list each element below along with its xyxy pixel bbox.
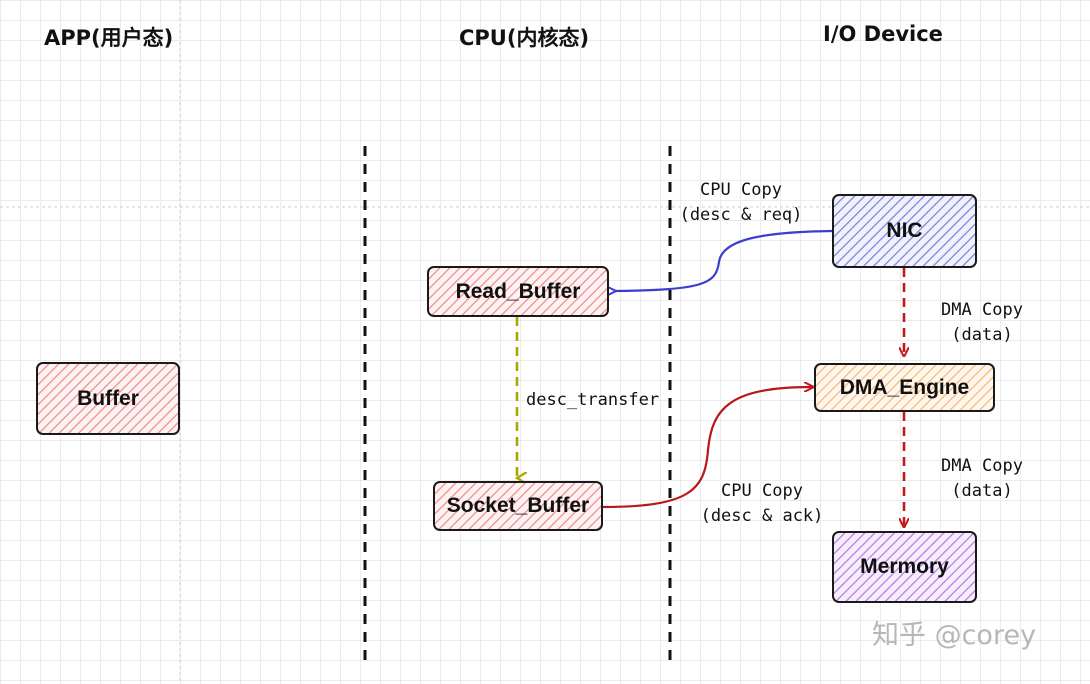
- cpu-copy-ack-label: CPU Copy (desc & ack): [697, 479, 827, 529]
- dma-engine-node: DMA_Engine: [814, 363, 995, 412]
- dma-copy-upper-label-line2: (data): [951, 325, 1013, 345]
- memory-node-label: Mermory: [860, 555, 949, 578]
- desc-transfer-label: desc_transfer: [526, 388, 670, 413]
- buffer-node: Buffer: [36, 362, 180, 435]
- cpu-copy-req-arrow: [614, 229, 833, 291]
- nic-node: NIC: [832, 194, 977, 268]
- zhihu-watermark: 知乎 @corey: [872, 620, 1037, 651]
- cpu-copy-ack-label-line2: (desc & ack): [700, 506, 824, 526]
- io-column-title: I/O Device: [823, 22, 943, 46]
- dma-copy-lower-label-line1: DMA Copy: [941, 456, 1023, 476]
- cpu-copy-req-label-line1: CPU Copy: [700, 180, 782, 200]
- buffer-node-label: Buffer: [77, 386, 139, 410]
- cpu-copy-req-label-line2: (desc & req): [679, 205, 803, 225]
- read-buffer-node-label: Read_Buffer: [455, 279, 581, 303]
- cpu-column-title: CPU(内核态): [459, 26, 590, 50]
- dma-copy-upper-label-line1: DMA Copy: [941, 300, 1023, 320]
- app-column-title: APP(用户态): [44, 26, 174, 50]
- desc-transfer-label-line1: desc_transfer: [526, 390, 660, 410]
- cpu-copy-req-label: CPU Copy (desc & req): [676, 178, 806, 228]
- nic-node-label: NIC: [886, 219, 923, 242]
- memory-node: Mermory: [832, 531, 977, 603]
- socket-buffer-node-label: Socket_Buffer: [446, 494, 590, 517]
- cpu-copy-ack-label-line1: CPU Copy: [721, 481, 803, 501]
- socket-buffer-node: Socket_Buffer: [433, 481, 603, 531]
- dma-copy-lower-label: DMA Copy (data): [922, 454, 1042, 504]
- dma-engine-node-label: DMA_Engine: [839, 375, 970, 399]
- dma-copy-upper-label: DMA Copy (data): [922, 298, 1042, 348]
- dma-copy-lower-label-line2: (data): [951, 481, 1013, 501]
- read-buffer-node: Read_Buffer: [427, 266, 609, 317]
- cpu-copy-ack-arrow: [602, 387, 812, 509]
